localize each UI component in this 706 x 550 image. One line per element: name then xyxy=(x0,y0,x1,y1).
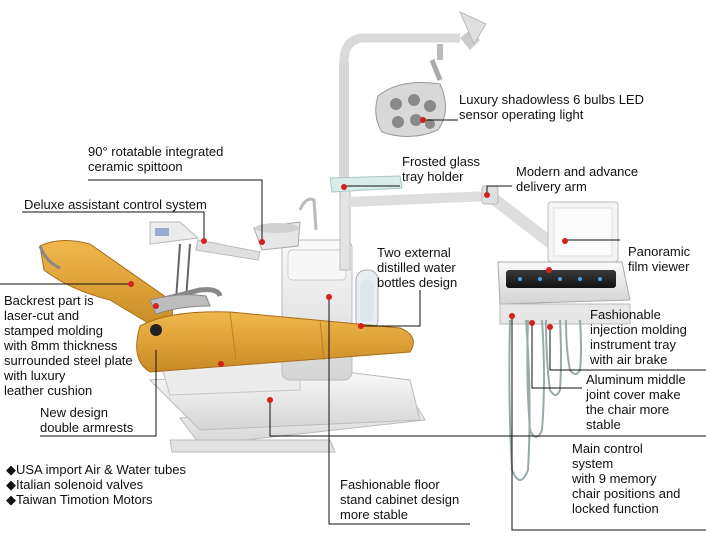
label-main-control: Main control system with 9 memory chair … xyxy=(572,441,681,516)
leader-lines xyxy=(0,119,706,531)
label-glass-tray: Frosted glass tray holder xyxy=(402,154,481,184)
label-instrument-tray: Fashionable injection molding instrument… xyxy=(590,307,687,367)
label-water-bottles: Two external distilled water bottles des… xyxy=(377,245,458,290)
label-spittoon: 90° rotatable integrated ceramic spittoo… xyxy=(88,144,224,174)
label-delivery-arm: Modern and advance delivery arm xyxy=(516,164,639,194)
seat-cushion xyxy=(136,311,414,373)
label-features: ◆USA import Air & Water tubes ◆Italian s… xyxy=(6,462,187,507)
label-led-light: Luxury shadowless 6 bulbs LED sensor ope… xyxy=(459,92,644,122)
glass-tray xyxy=(329,175,403,193)
label-backrest: Backrest part is laser-cut and stamped m… xyxy=(4,293,133,398)
film-viewer xyxy=(547,201,619,263)
label-film-viewer: Panoramic film viewer xyxy=(628,244,691,274)
callout-markers xyxy=(128,117,568,403)
led-lamp xyxy=(375,82,446,137)
light-arm xyxy=(339,10,487,271)
instrument-hoses xyxy=(508,319,582,481)
label-armrests: New design double armrests xyxy=(40,405,134,435)
assistant-control xyxy=(149,221,261,301)
label-joint-cover: Aluminum middle joint cover make the cha… xyxy=(586,372,686,432)
armrest xyxy=(149,294,211,336)
delivery-arm xyxy=(347,185,564,255)
label-assistant-control: Deluxe assistant control system xyxy=(24,197,207,212)
label-floor-cabinet: Fashionable floor stand cabinet design m… xyxy=(340,477,460,522)
instrument-tray xyxy=(497,261,631,325)
